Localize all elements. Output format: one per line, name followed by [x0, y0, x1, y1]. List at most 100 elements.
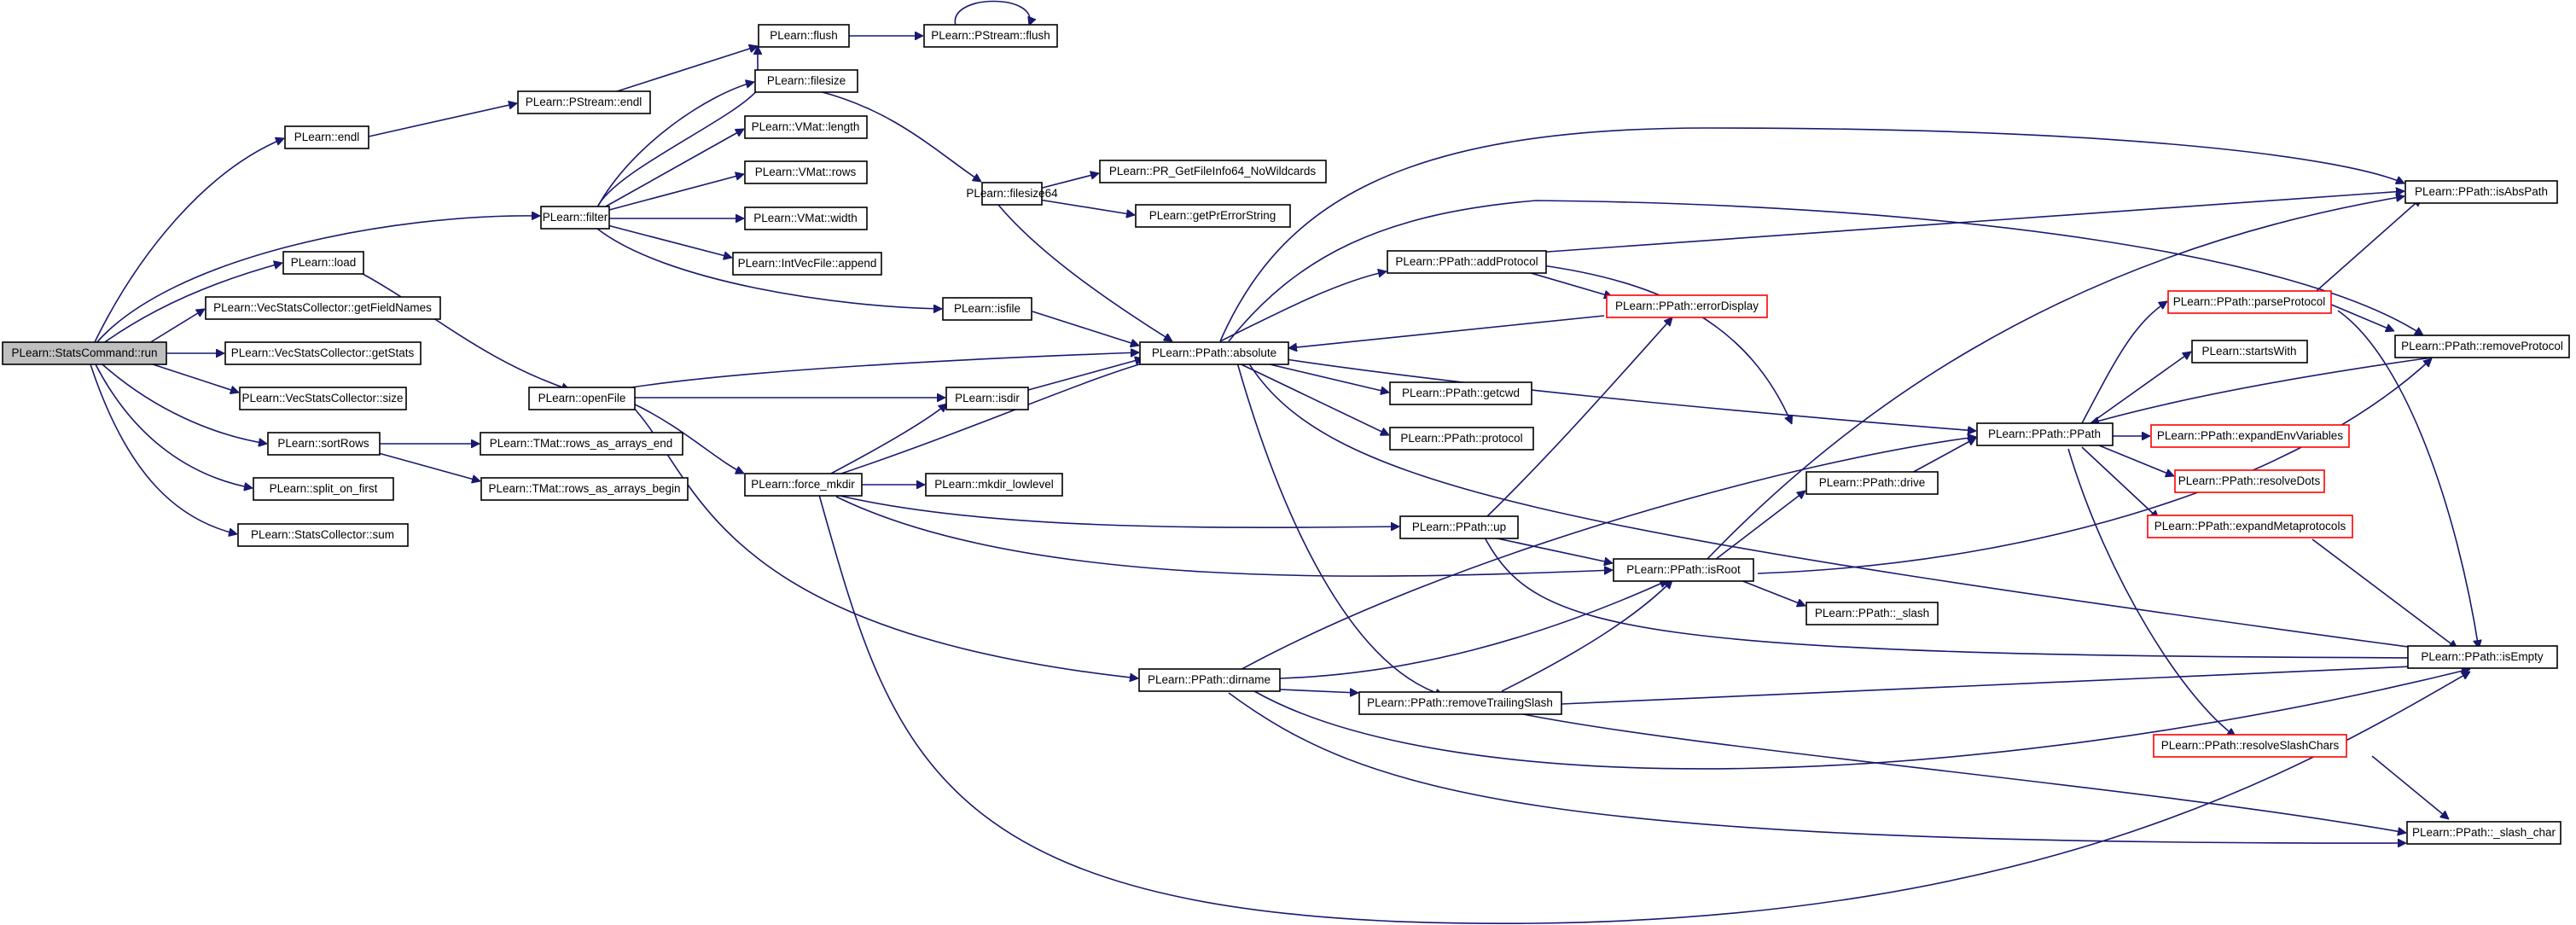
node-absolute[interactable]: PLearn::PPath::absolute [1139, 341, 1289, 365]
edge-ppath-parseProtocol [2081, 300, 2167, 424]
node-isEmpty[interactable]: PLearn::PPath::isEmpty [2407, 645, 2558, 669]
svg-text:PLearn::PPath::removeTrailingS: PLearn::PPath::removeTrailingSlash [1367, 696, 1553, 709]
edge-up-errorDisplay [1484, 317, 1672, 520]
node-pstream_endl[interactable]: PLearn::PStream::endl [517, 90, 651, 114]
node-split_on_first[interactable]: PLearn::split_on_first [253, 477, 394, 501]
svg-text:PLearn::PPath::resolveDots: PLearn::PPath::resolveDots [2178, 474, 2321, 487]
edge-run-size [144, 361, 239, 393]
edge-run-sortRows [102, 364, 267, 444]
node-size[interactable]: PLearn::VecStatsCollector::size [239, 387, 407, 410]
edge-filesize64-absolute [997, 204, 1172, 342]
edge-up-isRoot [1492, 537, 1613, 563]
node-endl[interactable]: PLearn::endl [284, 125, 369, 149]
edge-removeTrailing-isRoot [1501, 580, 1672, 692]
svg-text:PLearn::openFile: PLearn::openFile [538, 392, 626, 404]
edge-expandMeta-isEmpty [2311, 538, 2457, 649]
node-load[interactable]: PLearn::load [282, 251, 364, 275]
node-isAbsPath[interactable]: PLearn::PPath::isAbsPath [2404, 180, 2558, 204]
node-dirname[interactable]: PLearn::PPath::dirname [1138, 668, 1281, 692]
node-isdir[interactable]: PLearn::isdir [945, 387, 1029, 410]
svg-text:PLearn::force_mkdir: PLearn::force_mkdir [751, 478, 855, 491]
node-vmat_length[interactable]: PLearn::VMat::length [744, 115, 868, 139]
edge-openFile-dirname [631, 404, 1138, 678]
svg-text:PLearn::isfile: PLearn::isfile [954, 302, 1021, 315]
svg-text:PLearn::endl: PLearn::endl [294, 131, 360, 143]
node-sortRows[interactable]: PLearn::sortRows [267, 432, 381, 456]
node-openFile[interactable]: PLearn::openFile [528, 387, 636, 410]
svg-text:PLearn::getPrErrorString: PLearn::getPrErrorString [1149, 209, 1276, 222]
node-getcwd[interactable]: PLearn::PPath::getcwd [1389, 381, 1532, 405]
edge-absolute-protocol [1228, 358, 1389, 436]
edge-up-isEmpty [1484, 537, 2470, 658]
node-expandMetaprotocols[interactable]: PLearn::PPath::expandMetaprotocols [2147, 515, 2353, 538]
node-removeTrailingSlash[interactable]: PLearn::PPath::removeTrailingSlash [1358, 691, 1562, 715]
svg-text:PLearn::PPath::resolveSlashCha: PLearn::PPath::resolveSlashChars [2161, 739, 2340, 752]
node-errorDisplay[interactable]: PLearn::PPath::errorDisplay [1606, 294, 1768, 318]
svg-text:PLearn::PPath::getcwd: PLearn::PPath::getcwd [1402, 387, 1520, 399]
edge-filter-append [607, 224, 732, 258]
node-up[interactable]: PLearn::PPath::up [1399, 515, 1519, 539]
svg-text:PLearn::PPath::parseProtocol: PLearn::PPath::parseProtocol [2173, 295, 2326, 308]
node-getStats[interactable]: PLearn::VecStatsCollector::getStats [224, 341, 422, 365]
node-filesize64[interactable]: PLearn::filesize64 [966, 182, 1058, 206]
svg-text:PLearn::filesize64: PLearn::filesize64 [966, 187, 1058, 200]
node-startsWith[interactable]: PLearn::startsWith [2191, 340, 2308, 364]
node-drive[interactable]: PLearn::PPath::drive [1806, 471, 1939, 495]
node-pstream_flush[interactable]: PLearn::PStream::flush [923, 24, 1058, 48]
edge-parse-isAbsPath [2310, 198, 2422, 297]
edge-pstreamflush-self [954, 0, 1030, 26]
svg-text:PLearn::load: PLearn::load [291, 256, 357, 269]
node-ppath[interactable]: PLearn::PPath::PPath [1976, 422, 2114, 446]
node-isfile[interactable]: PLearn::isfile [942, 297, 1032, 321]
edge-isRoot-drive [1714, 491, 1806, 561]
node-resolveDots[interactable]: PLearn::PPath::resolveDots [2174, 469, 2325, 493]
node-filesize[interactable]: PLearn::filesize [754, 69, 858, 93]
node-run[interactable]: PLearn::StatsCommand::run [2, 341, 167, 365]
node-parseProtocol[interactable]: PLearn::PPath::parseProtocol [2167, 290, 2332, 314]
node-getfileinfo[interactable]: PLearn::PR_GetFileInfo64_NoWildcards [1099, 160, 1327, 183]
svg-text:PLearn::PPath::dirname: PLearn::PPath::dirname [1148, 673, 1271, 686]
svg-text:PLearn::PPath::protocol: PLearn::PPath::protocol [1400, 432, 1522, 445]
edge-run-filter [95, 216, 540, 345]
node-rows_begin[interactable]: PLearn::TMat::rows_as_arrays_begin [480, 477, 689, 501]
edge-ppath-resolveSlash [2067, 448, 2236, 736]
node-getprerror[interactable]: PLearn::getPrErrorString [1135, 204, 1291, 228]
edge-force-absolute [835, 358, 1160, 476]
edge-removeProtocol-ppath [2090, 357, 2433, 423]
edge-removeTrailing-isEmpty [1561, 664, 2470, 705]
edge-run-sum [90, 364, 237, 534]
node-_slash[interactable]: PLearn::PPath::_slash [1806, 602, 1939, 625]
node-mkdir_lowlevel[interactable]: PLearn::mkdir_lowlevel [925, 473, 1063, 497]
node-getFieldNames[interactable]: PLearn::VecStatsCollector::getFieldNames [205, 296, 441, 320]
node-sum[interactable]: PLearn::StatsCollector::sum [237, 523, 409, 547]
edge-openFile-forcemkdir [631, 402, 744, 474]
node-protocol[interactable]: PLearn::PPath::protocol [1389, 427, 1534, 451]
node-resolveSlashChars[interactable]: PLearn::PPath::resolveSlashChars [2153, 734, 2347, 758]
edge-ppath-expandMeta [2081, 446, 2159, 519]
node-vmat_rows[interactable]: PLearn::VMat::rows [744, 160, 868, 184]
node-expandEnvVariables[interactable]: PLearn::PPath::expandEnvVariables [2150, 424, 2350, 448]
edge-filter-isfile [596, 228, 942, 309]
edge-run-load [102, 263, 282, 345]
node-isRoot[interactable]: PLearn::PPath::isRoot [1613, 558, 1754, 582]
svg-text:PLearn::PPath::absolute: PLearn::PPath::absolute [1152, 346, 1276, 359]
node-addProtocol[interactable]: PLearn::PPath::addProtocol [1387, 250, 1547, 274]
node-_slash_char[interactable]: PLearn::PPath::_slash_char [2406, 821, 2561, 845]
svg-text:PLearn::PPath::errorDisplay: PLearn::PPath::errorDisplay [1615, 300, 1759, 312]
node-removeProtocol[interactable]: PLearn::PPath::removeProtocol [2394, 335, 2570, 358]
edge-parse-isEmpty [2337, 310, 2479, 649]
node-rows_end[interactable]: PLearn::TMat::rows_as_arrays_end [480, 432, 683, 456]
node-filter[interactable]: PLearn::filter [540, 206, 610, 230]
node-force_mkdir[interactable]: PLearn::force_mkdir [744, 473, 863, 497]
svg-text:PLearn::VecStatsCollector::siz: PLearn::VecStatsCollector::size [241, 392, 403, 404]
node-vmat_width[interactable]: PLearn::VMat::width [744, 207, 868, 230]
edge-dirname-isRoot [1279, 580, 1668, 679]
svg-text:PLearn::PPath::expandMetaproto: PLearn::PPath::expandMetaprotocols [2154, 520, 2346, 532]
edge-filesize64-getfileinfo [1038, 173, 1099, 189]
svg-text:PLearn::PPath::_slash_char: PLearn::PPath::_slash_char [2412, 826, 2556, 839]
node-flush[interactable]: PLearn::flush [758, 24, 850, 48]
svg-text:PLearn::VMat::length: PLearn::VMat::length [752, 120, 860, 133]
edge-isRoot-slash [1740, 579, 1806, 606]
node-intvecfile_append[interactable]: PLearn::IntVecFile::append [732, 252, 882, 276]
